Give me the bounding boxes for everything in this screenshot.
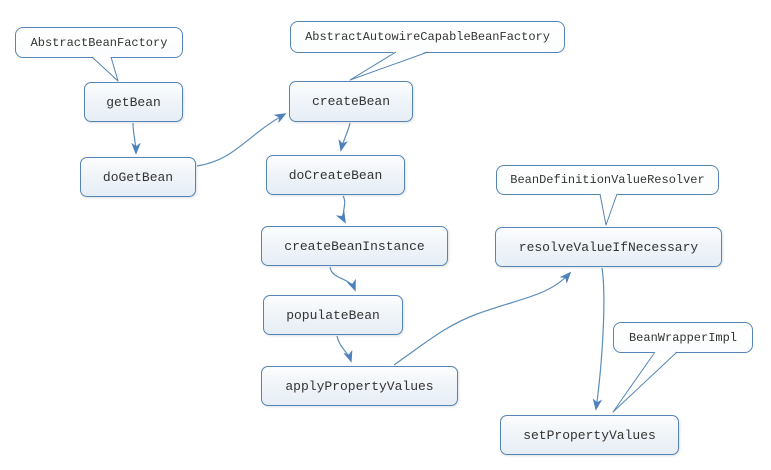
node-dogetbean: doGetBean bbox=[80, 157, 196, 197]
callout-beanwrapperimpl: BeanWrapperImpl bbox=[613, 322, 753, 353]
callout-tail-abstractautowirecapablebeanfactory bbox=[349, 51, 429, 81]
callout-abstractbeanfactory: AbstractBeanFactory bbox=[15, 27, 183, 58]
node-setpropertyvalues: setPropertyValues bbox=[500, 415, 679, 455]
callout-tail-beandefinitionvalueresolver bbox=[599, 193, 618, 226]
callout-tail-beanwrapperimpl bbox=[612, 351, 678, 413]
node-applypropertyvalues: applyPropertyValues bbox=[261, 366, 458, 406]
node-docreatebean: doCreateBean bbox=[266, 155, 405, 195]
edge-populatebean-applypropertyvalues bbox=[336, 335, 353, 363]
callout-abstractautowirecapablebeanfactory: AbstractAutowireCapableBeanFactory bbox=[290, 21, 565, 53]
node-resolvevalueifnecessary: resolveValueIfNecessary bbox=[495, 227, 722, 267]
edge-applypropertyvalues-resolvevalueifnecessary bbox=[393, 271, 572, 366]
edge-getbean-dogetbean bbox=[131, 122, 141, 155]
edge-createbean-docreatebean bbox=[338, 122, 351, 152]
node-createbean: createBean bbox=[289, 81, 413, 122]
callout-beandefinitionvalueresolver: BeanDefinitionValueResolver bbox=[496, 165, 719, 195]
edge-resolvevalueifnecessary-setpropertyvalues bbox=[592, 267, 605, 411]
edge-docreatebean-createbeaninstance bbox=[335, 195, 346, 224]
node-createbeaninstance: createBeanInstance bbox=[261, 226, 448, 266]
callout-tail-abstractbeanfactory bbox=[91, 56, 119, 82]
node-getbean: getBean bbox=[84, 82, 183, 122]
node-populatebean: populateBean bbox=[263, 295, 403, 335]
edge-createbeaninstance-populatebean bbox=[329, 266, 356, 292]
